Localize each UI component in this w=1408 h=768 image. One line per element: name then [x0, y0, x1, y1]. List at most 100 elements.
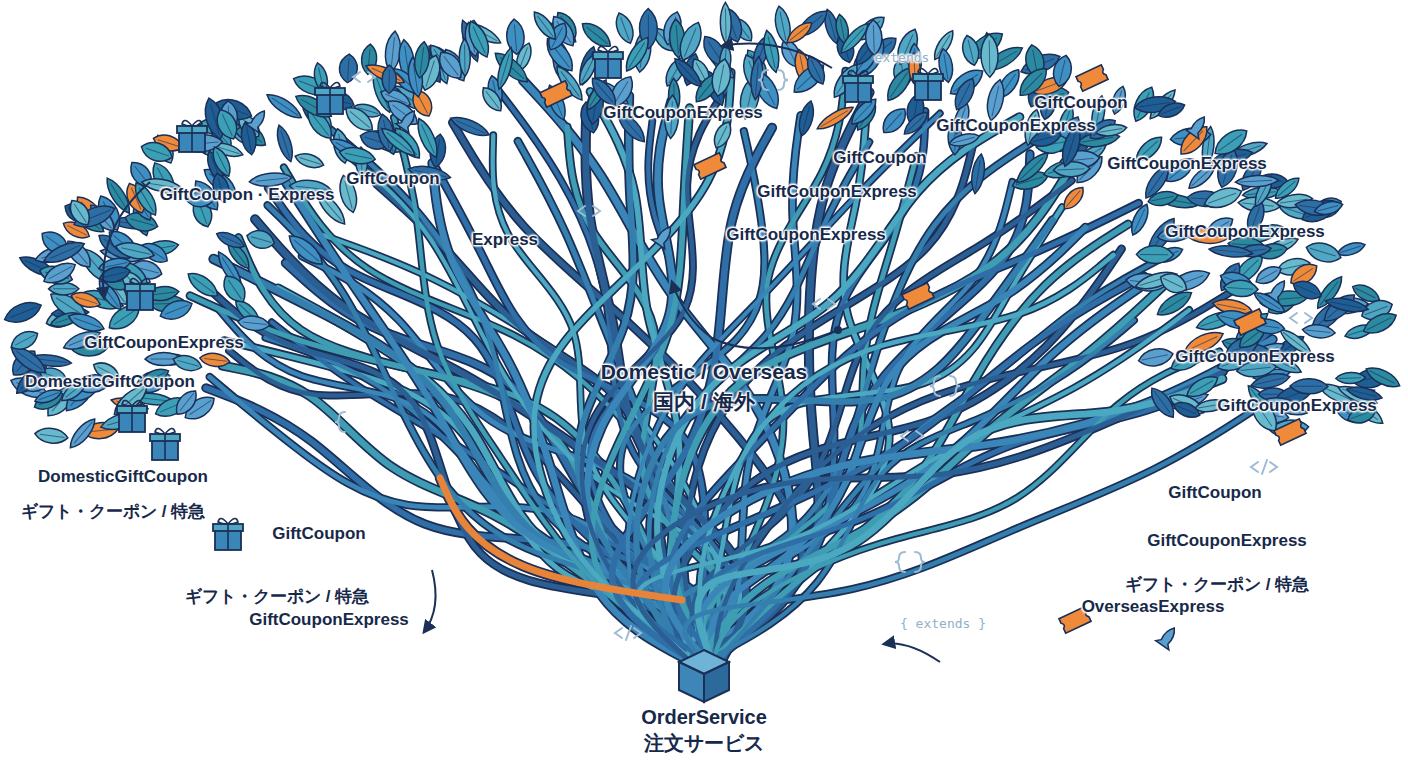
leaf-vein [1369, 371, 1394, 384]
leaf-shape [171, 352, 203, 373]
leaf [1137, 346, 1175, 369]
leaf-vein [952, 137, 975, 143]
leaf [1360, 308, 1399, 338]
leaf-vein [193, 277, 215, 293]
leaf-vein [391, 37, 394, 68]
leaf-vein [944, 54, 948, 79]
leaf [815, 103, 856, 133]
leaf [1171, 399, 1202, 421]
leaf-vein [389, 69, 390, 90]
leaf-vein [256, 178, 288, 181]
branch-label: GiftCouponExpress [1217, 396, 1377, 416]
leaf-shape [709, 57, 733, 97]
curved-arrow [103, 182, 150, 298]
leaf-vein [1213, 250, 1246, 253]
leaf-shape [1146, 384, 1179, 421]
leaf [138, 138, 175, 165]
branch [698, 379, 1222, 660]
leaf [578, 18, 615, 52]
branch-label: GiftCouponExpress [84, 333, 244, 353]
leaf-vein [114, 309, 136, 324]
leaf-vein [15, 335, 35, 345]
gift-ribbon [320, 82, 340, 114]
leaf [1223, 279, 1258, 297]
leaf-vein [150, 292, 175, 295]
leaf [1290, 379, 1328, 394]
leaf-vein [228, 280, 241, 299]
leaf-vein [968, 40, 974, 62]
leaf-vein [251, 237, 272, 243]
leaf-vein [247, 127, 251, 152]
leaf-shape [273, 123, 296, 163]
curved-arrow [672, 282, 838, 348]
cube-shape [629, 646, 779, 704]
leaf [612, 10, 637, 45]
leaf-vein [537, 16, 553, 37]
leaf [34, 426, 69, 445]
leaf [464, 18, 494, 60]
leaf-vein [217, 151, 228, 173]
branch-label: ギフト・クーポン / 特急 [21, 500, 205, 523]
leaf-vein [74, 422, 92, 443]
leaf [981, 34, 999, 78]
leaf-shape [784, 18, 815, 46]
gift-icon [125, 278, 155, 310]
leaf-shape [1208, 244, 1253, 259]
leaf [494, 46, 516, 91]
curved-arrow [424, 570, 436, 632]
leaf-shape [199, 352, 230, 368]
leaf-shape [34, 426, 69, 445]
leaf-shape [171, 386, 201, 418]
leaf-vein [844, 28, 864, 50]
leaf-vein [886, 113, 902, 131]
leaf-vein [50, 245, 80, 258]
gift-ribbon [918, 68, 938, 100]
branch-label: GiftCoupon · Express [160, 185, 335, 205]
leaf-shape [264, 90, 305, 123]
leaf [209, 144, 235, 179]
leaf-vein [486, 91, 499, 108]
branch-label: extends [875, 50, 930, 65]
leaf-vein [421, 124, 434, 153]
leaf [1235, 174, 1279, 187]
curved-arrow [884, 643, 940, 662]
leaf-vein [854, 103, 872, 121]
leaf [245, 227, 277, 251]
branch-label: GiftCouponExpress [1107, 154, 1267, 174]
leaf-vein [621, 18, 630, 41]
leaf-vein [1241, 367, 1271, 370]
leaf-vein [121, 248, 150, 255]
leaf [171, 352, 203, 373]
leaf-shape [1156, 99, 1187, 121]
leaf-vein [514, 24, 516, 50]
leaf-shape [578, 18, 615, 52]
leaf-vein [444, 56, 458, 75]
leaf-vein [958, 83, 970, 106]
leaf-shape [448, 113, 491, 141]
branch-label: Domestic / Overseas [601, 360, 808, 384]
leaf-vein [1367, 318, 1391, 330]
code-glyphs [335, 70, 1312, 640]
leaf-vein [1142, 355, 1168, 360]
leaf-vein [829, 14, 836, 40]
leaf-vein [756, 63, 759, 95]
leaf-shape [1136, 246, 1174, 264]
leaf-shape [66, 310, 106, 336]
leaf-shape [1363, 363, 1402, 392]
branch-label: GiftCoupon [1034, 93, 1127, 113]
leaf [1336, 372, 1366, 384]
leaf-shape [1050, 53, 1074, 88]
leaf-shape [284, 230, 327, 270]
leaf-shape [969, 153, 987, 194]
leaf-vein [1217, 304, 1246, 310]
leaf [1302, 323, 1336, 339]
leaf-vein [989, 40, 991, 73]
leaf-shape [1095, 122, 1127, 138]
leaf [720, 2, 732, 43]
leaf-shape [413, 41, 432, 79]
leaf-vein [345, 153, 372, 159]
leaf [1157, 269, 1191, 297]
leaf-shape [1302, 323, 1336, 339]
leaf-shape [530, 8, 560, 43]
leaf-vein [1240, 180, 1272, 182]
